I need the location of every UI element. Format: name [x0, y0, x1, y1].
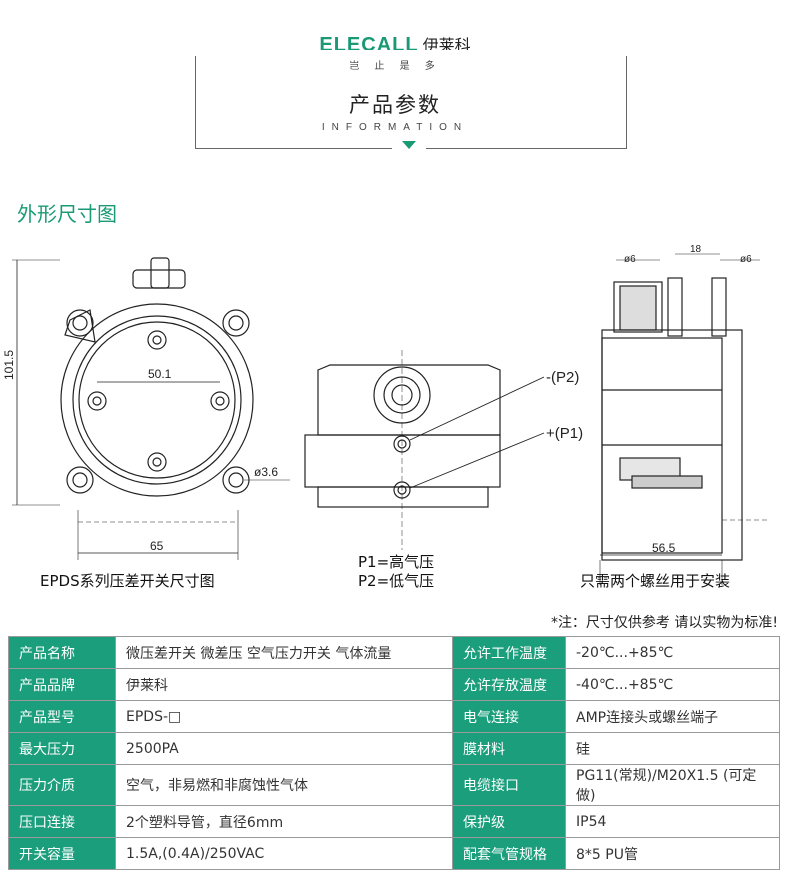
section-title: 产品参数 [349, 93, 441, 117]
spec-value: IP54 [565, 805, 780, 838]
label-p1: +(P1) [546, 425, 583, 442]
side-view-drawing [304, 350, 545, 550]
front-view-drawing [12, 257, 290, 560]
spec-label: 产品名称 [8, 636, 116, 669]
dim-50-1: 50.1 [148, 367, 172, 381]
spec-value: EPDS-□ [115, 700, 453, 733]
spec-label: 膜材料 [452, 732, 566, 765]
spec-label: 开关容量 [8, 837, 116, 870]
chevron-down-icon [402, 141, 416, 149]
dimension-drawings: 101.5 50.1 ø3.6 65 -(P2) +(P1) ø6 18 ø6 … [2, 244, 770, 585]
spec-value: 2个塑料导管，直径6mm [115, 805, 453, 838]
spec-value: 2500PA [115, 732, 453, 765]
spec-label: 产品品牌 [8, 668, 116, 701]
spec-value: 伊莱科 [115, 668, 453, 701]
spec-value: 微压差开关 微差压 空气压力开关 气体流量 [115, 636, 453, 669]
spec-value: 空气，非易燃和非腐蚀性气体 [115, 764, 453, 806]
section-view-drawing [599, 253, 770, 585]
spec-value: -20℃...+85℃ [565, 636, 780, 669]
spec-label: 最大压力 [8, 732, 116, 765]
spec-label: 电缆接口 [452, 764, 566, 806]
spec-label: 配套气管规格 [452, 837, 566, 870]
dim-56-5: 56.5 [652, 541, 676, 555]
label-p2: -(P2) [546, 369, 579, 386]
caption-front-view: EPDS系列压差开关尺寸图 [40, 572, 215, 590]
table-row: 产品名称微压差开关 微差压 空气压力开关 气体流量允许工作温度-20℃...+8… [8, 636, 780, 669]
dimension-note: *注：尺寸仅供参考 请以实物为标准! [550, 615, 778, 631]
spec-label: 允许存放温度 [452, 668, 566, 701]
dim-6b: ø6 [740, 254, 752, 265]
spec-table: 产品名称微压差开关 微差压 空气压力开关 气体流量允许工作温度-20℃...+8… [8, 636, 780, 870]
dim-3-6: ø3.6 [254, 465, 278, 479]
spec-label: 保护级 [452, 805, 566, 838]
spec-label: 压口连接 [8, 805, 116, 838]
table-row: 产品品牌伊莱科允许存放温度-40℃...+85℃ [8, 668, 780, 701]
section-subtitle: INFORMATION [321, 122, 469, 133]
spec-label: 允许工作温度 [452, 636, 566, 669]
spec-value: 1.5A,(0.4A)/250VAC [115, 837, 453, 870]
spec-value: -40℃...+85℃ [565, 668, 780, 701]
brand-slogan: 岂 止 是 多 [349, 61, 441, 72]
spec-value: 硅 [565, 732, 780, 765]
spec-label: 电气连接 [452, 700, 566, 733]
dim-18: 18 [690, 244, 702, 255]
spec-value: PG11(常规)/M20X1.5 (可定做) [565, 764, 780, 806]
spec-label: 产品型号 [8, 700, 116, 733]
spec-label: 压力介质 [8, 764, 116, 806]
dim-6a: ø6 [624, 254, 636, 265]
caption-p2: P2=低气压 [358, 572, 435, 590]
dimension-heading: 外形尺寸图 [17, 202, 117, 226]
dim-65: 65 [150, 539, 164, 553]
caption-install: 只需两个螺丝用于安装 [580, 572, 731, 590]
dim-101-5: 101.5 [2, 350, 16, 380]
spec-value: 8*5 PU管 [565, 837, 780, 870]
spec-value: AMP连接头或螺丝端子 [565, 700, 780, 733]
caption-p1: P1=高气压 [358, 553, 435, 571]
